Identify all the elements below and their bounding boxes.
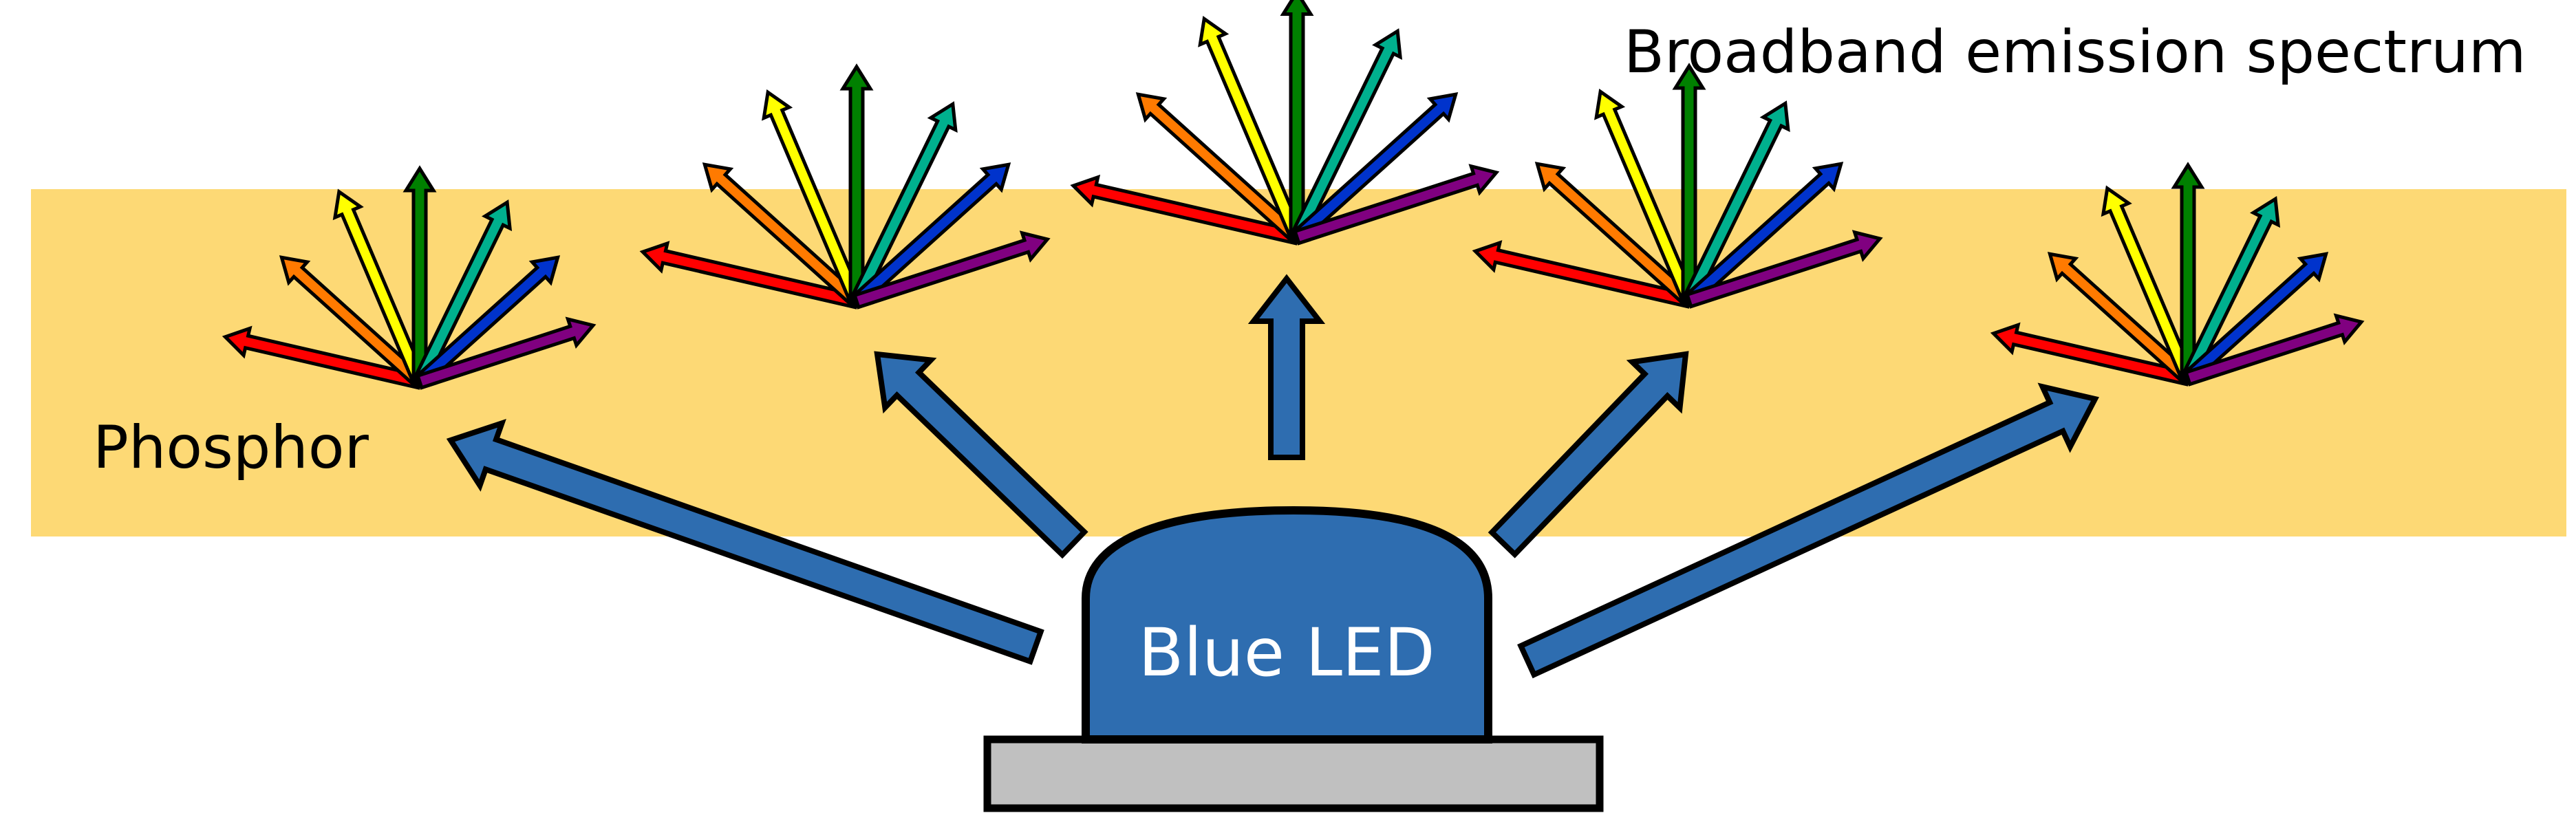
spectrum-arrow-icon xyxy=(2171,162,2205,380)
spectrum-arrow-icon xyxy=(1070,174,1300,246)
led-label: Blue LED xyxy=(1138,614,1435,691)
emission-fans xyxy=(222,0,2365,390)
spectrum-arrow-icon xyxy=(839,63,874,303)
spectrum-arrow-icon xyxy=(413,255,561,389)
blue-arrow-icon xyxy=(1247,274,1326,460)
blue-arrow-icon xyxy=(1517,382,2099,679)
spectrum-arrow-icon xyxy=(1685,230,1883,309)
spectrum-arrow-icon xyxy=(1472,240,1693,309)
rainbow-arrow-fan-icon xyxy=(1472,63,1883,309)
spectrum-arrow-icon xyxy=(1280,0,1314,239)
spectrum-arrow-icon xyxy=(852,230,1051,310)
spectrum-arrow-icon xyxy=(402,165,437,384)
emission-spectrum-label: Broadband emission spectrum xyxy=(1624,18,2526,87)
spectrum-arrow-icon xyxy=(222,325,423,390)
spectrum-arrow-icon xyxy=(1672,63,1706,303)
spectrum-arrow-icon xyxy=(1594,88,1697,305)
spectrum-arrow-icon xyxy=(1135,92,1304,245)
rainbow-arrow-fan-icon xyxy=(222,165,597,390)
rainbow-arrow-fan-icon xyxy=(639,63,1051,310)
rainbow-arrow-fan-icon xyxy=(1990,162,2365,387)
spectrum-arrow-icon xyxy=(279,255,427,389)
spectrum-arrow-icon xyxy=(2047,252,2195,386)
spectrum-arrow-icon xyxy=(2184,313,2365,387)
spectrum-arrow-icon xyxy=(1290,92,1459,245)
spectrum-arrow-icon xyxy=(848,101,958,307)
spectrum-arrow-icon xyxy=(1681,100,1790,306)
spectrum-arrow-icon xyxy=(1289,28,1403,243)
spectrum-arrow-icon xyxy=(1198,16,1305,242)
spectrum-arrow-icon xyxy=(411,199,513,387)
led-dome-icon xyxy=(1082,506,1492,744)
spectrum-arrow-icon xyxy=(762,89,865,306)
spectrum-arrow-icon xyxy=(2181,252,2329,386)
blue-arrow-icon xyxy=(874,351,1088,559)
phosphor-label: Phosphor xyxy=(93,413,369,482)
blue-arrow-icon xyxy=(446,419,1044,665)
spectrum-arrow-icon xyxy=(702,162,863,309)
spectrum-arrow-icon xyxy=(850,162,1011,309)
spectrum-arrow-icon xyxy=(416,316,597,390)
spectrum-arrow-icon xyxy=(332,188,428,387)
spectrum-arrow-icon xyxy=(639,241,860,310)
spectrum-arrow-icon xyxy=(2101,185,2196,383)
excitation-arrows xyxy=(446,274,2099,679)
spectrum-arrow-icon xyxy=(1990,322,2191,387)
spectrum-arrow-icon xyxy=(2180,196,2281,384)
spectrum-arrow-icon xyxy=(1534,162,1696,308)
spectrum-arrow-icon xyxy=(1293,164,1500,246)
led-base xyxy=(983,735,1604,812)
blue-arrow-icon xyxy=(1488,351,1689,559)
spectrum-arrow-icon xyxy=(1682,162,1844,308)
rainbow-arrow-fan-icon xyxy=(1070,0,1500,246)
